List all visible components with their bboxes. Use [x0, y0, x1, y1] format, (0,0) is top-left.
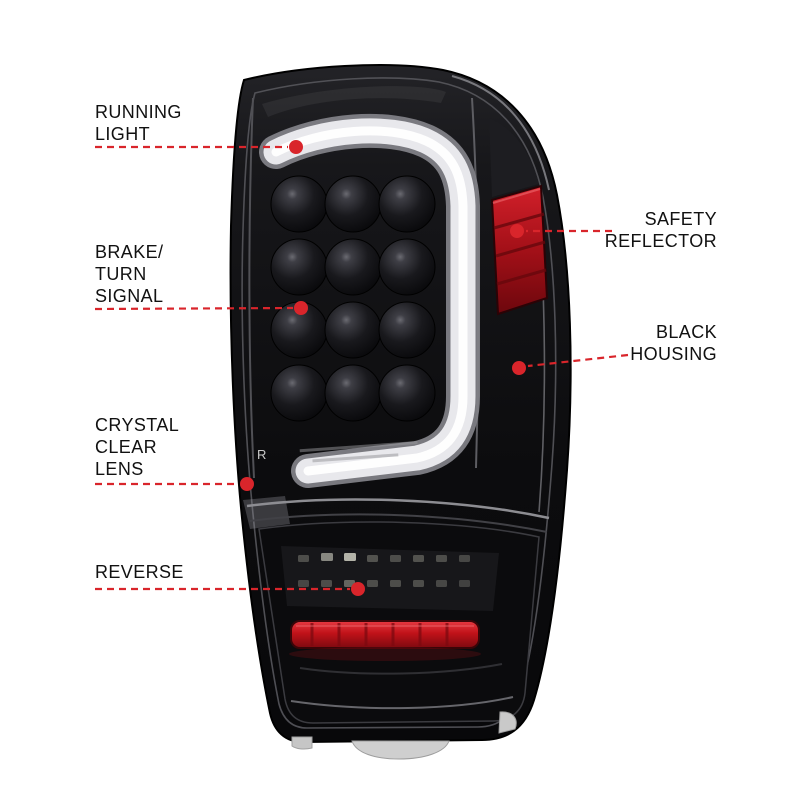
label-line: LIGHT: [95, 124, 151, 144]
label-crystal-clear-lens: CRYSTAL CLEAR LENS: [95, 414, 179, 480]
black-housing-dot: [512, 361, 526, 375]
safety-reflector-dot: [510, 224, 524, 238]
label-safety-reflector: SAFETY REFLECTOR: [605, 208, 717, 252]
label-line: SIGNAL: [95, 286, 164, 306]
label-line: TURN: [95, 264, 147, 284]
lens-marking-r: R: [257, 447, 266, 462]
label-line: REFLECTOR: [604, 231, 717, 251]
mounting-tabs: [291, 711, 517, 760]
reverse-led-chips: [298, 553, 470, 587]
brake-turn-signal-leader-line: [94, 306, 294, 311]
label-brake-turn-signal: BRAKE/ TURN SIGNAL: [95, 241, 163, 307]
brake-led-array: [270, 175, 436, 422]
crystal-clear-lens-dot: [240, 477, 254, 491]
label-line: HOUSING: [630, 344, 717, 364]
label-line: BRAKE/: [95, 242, 164, 262]
section-divider-band: [243, 496, 550, 533]
lens-certification-marks: [299, 440, 418, 463]
running-light-dot: [289, 140, 303, 154]
upper-right-panel: [489, 118, 539, 197]
black-housing-leader-line: [527, 353, 629, 368]
label-line: RUNNING: [95, 102, 182, 122]
label-black-housing: BLACK HOUSING: [630, 321, 717, 365]
running-light-bar: [259, 113, 480, 488]
reverse-light-section: [258, 521, 540, 724]
brake-turn-signal-dot: [294, 301, 308, 315]
safety-reflector-shape: [490, 184, 549, 316]
label-reverse: REVERSE: [95, 561, 184, 583]
label-line: LENS: [95, 459, 144, 479]
label-running-light: RUNNING LIGHT: [95, 101, 182, 145]
lens-gloss-highlight: [262, 86, 446, 117]
reverse-dot: [351, 582, 365, 596]
label-line: CRYSTAL: [95, 415, 180, 435]
label-line: SAFETY: [644, 209, 717, 229]
label-line: BLACK: [655, 322, 717, 342]
rear-red-bar: [289, 620, 481, 661]
label-line: CLEAR: [95, 437, 158, 457]
label-line: REVERSE: [95, 562, 184, 582]
